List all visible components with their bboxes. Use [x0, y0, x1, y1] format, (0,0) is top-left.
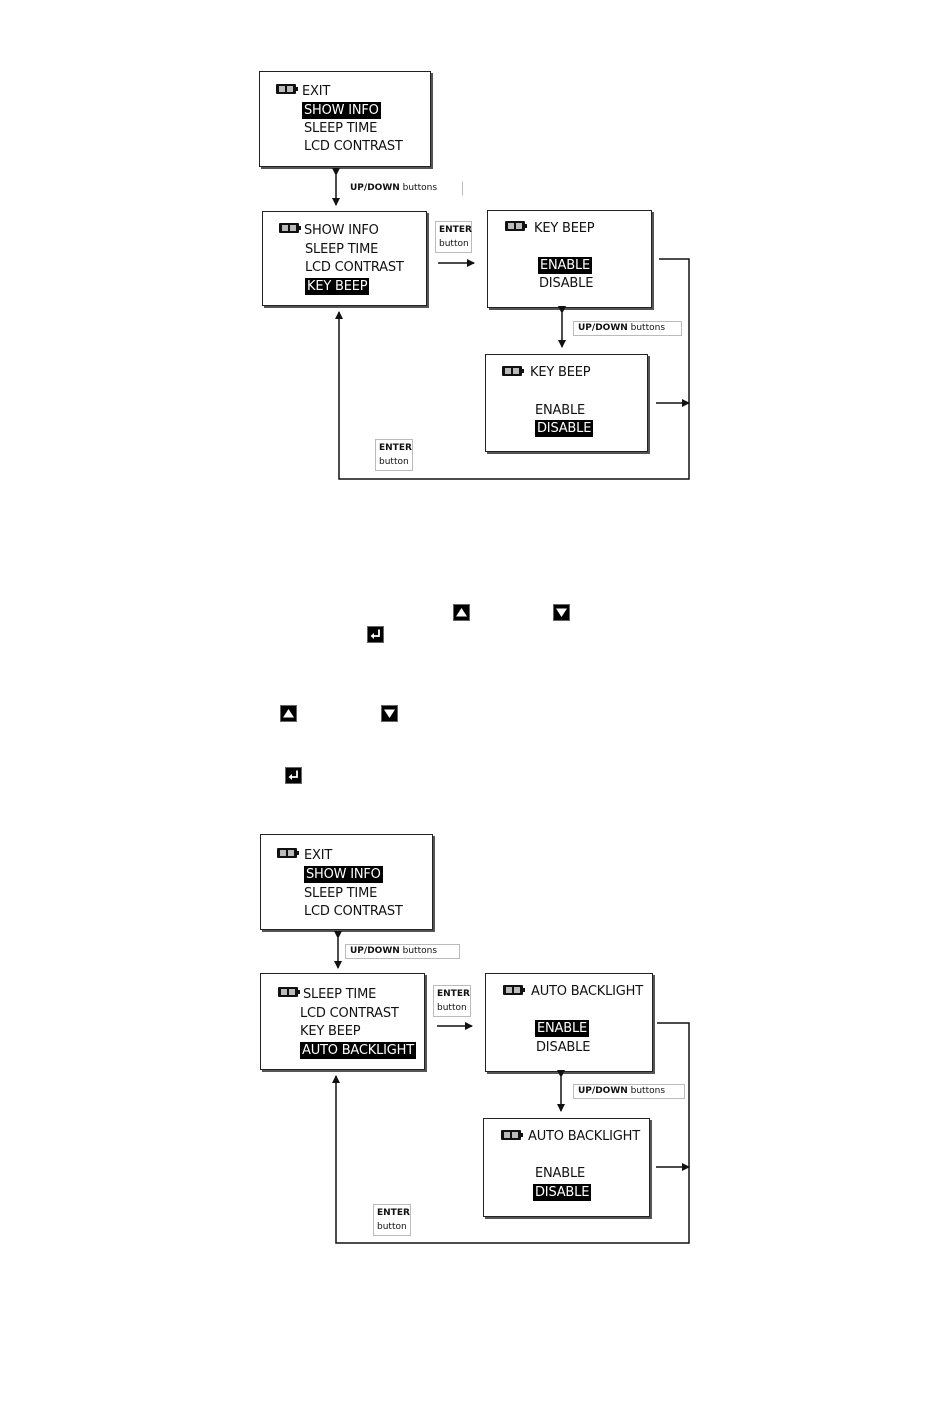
- down-triangle-icon: [556, 608, 567, 617]
- enter-button-icon: [367, 626, 384, 643]
- down-button-icon: [553, 604, 570, 621]
- option-title: KEY BEEP: [534, 221, 595, 236]
- menu-line: LCD CONTRAST: [304, 139, 403, 154]
- label-rest: button: [379, 457, 409, 467]
- menu-line: LCD CONTRAST: [304, 904, 403, 919]
- label-rest: button: [439, 239, 469, 249]
- label-rest: button: [377, 1222, 407, 1232]
- menu-line: EXIT: [302, 84, 331, 99]
- label-rest: buttons: [399, 946, 438, 956]
- option-disable: DISABLE: [539, 276, 594, 291]
- option-title: AUTO BACKLIGHT: [528, 1129, 640, 1144]
- menu-line: LCD CONTRAST: [305, 260, 404, 275]
- lcd-option-enable: AUTO BACKLIGHT ENABLE DISABLE: [485, 973, 653, 1072]
- lcd-option-enable: KEY BEEP ENABLE DISABLE: [487, 210, 652, 308]
- label-rest: buttons: [627, 1086, 666, 1096]
- menu-line: SLEEP TIME: [304, 121, 378, 136]
- battery-icon: [278, 987, 300, 997]
- label-bold: ENTER: [437, 989, 470, 999]
- battery-icon: [276, 84, 298, 94]
- enter-button-icon: [285, 767, 302, 784]
- lcd-main-menu: EXIT SHOW INFO SLEEP TIME LCD CONTRAST: [260, 834, 433, 930]
- menu-line-selected: AUTO BACKLIGHT: [300, 1042, 416, 1059]
- battery-icon: [505, 221, 527, 231]
- battery-icon: [501, 1130, 523, 1140]
- updown-buttons-label: UP/DOWN buttons: [345, 944, 460, 959]
- updown-buttons-label: UP/DOWN buttons: [345, 181, 463, 196]
- label-bold: UP/DOWN: [350, 946, 400, 956]
- updown-buttons-label: UP/DOWN buttons: [573, 1084, 685, 1099]
- menu-line: SLEEP TIME: [305, 242, 379, 257]
- battery-icon: [279, 223, 301, 233]
- menu-line: SHOW INFO: [304, 223, 379, 238]
- option-enable: ENABLE: [535, 403, 586, 418]
- option-enable-selected: ENABLE: [538, 257, 593, 274]
- battery-icon: [503, 985, 525, 995]
- enter-button-label: ENTER button: [375, 439, 413, 471]
- menu-line: LCD CONTRAST: [300, 1006, 399, 1021]
- label-bold: UP/DOWN: [578, 323, 628, 333]
- enter-button-label: ENTER button: [373, 1204, 411, 1236]
- up-button-icon: [280, 705, 297, 722]
- label-rest: button: [437, 1003, 467, 1013]
- label-bold: UP/DOWN: [350, 183, 400, 193]
- enter-button-label: ENTER button: [435, 221, 472, 253]
- option-disable-selected: DISABLE: [533, 1184, 592, 1201]
- up-button-icon: [453, 604, 470, 621]
- lcd-option-disable: KEY BEEP ENABLE DISABLE: [485, 354, 648, 452]
- label-bold: ENTER: [379, 443, 412, 453]
- label-rest: buttons: [627, 323, 666, 333]
- menu-line: EXIT: [304, 848, 333, 863]
- up-triangle-icon: [283, 709, 294, 718]
- lcd-scrolled-menu: SLEEP TIME LCD CONTRAST KEY BEEP AUTO BA…: [260, 973, 425, 1070]
- enter-arrow-icon: [288, 770, 298, 780]
- label-rest: buttons: [399, 183, 438, 193]
- lcd-scrolled-menu: SHOW INFO SLEEP TIME LCD CONTRAST KEY BE…: [262, 211, 427, 306]
- label-bold: ENTER: [377, 1208, 410, 1218]
- menu-line: KEY BEEP: [300, 1024, 361, 1039]
- down-button-icon: [381, 705, 398, 722]
- up-triangle-icon: [456, 608, 467, 617]
- lcd-option-disable: AUTO BACKLIGHT ENABLE DISABLE: [483, 1118, 650, 1217]
- option-enable: ENABLE: [535, 1166, 586, 1181]
- updown-buttons-label: UP/DOWN buttons: [573, 321, 682, 336]
- enter-arrow-icon: [370, 629, 380, 639]
- menu-line-selected: SHOW INFO: [302, 102, 381, 119]
- down-triangle-icon: [384, 709, 395, 718]
- battery-icon: [277, 848, 299, 858]
- option-title: AUTO BACKLIGHT: [531, 984, 643, 999]
- menu-line: SLEEP TIME: [303, 987, 377, 1002]
- menu-line: SLEEP TIME: [304, 886, 378, 901]
- return-line: [335, 258, 690, 480]
- enter-button-label: ENTER button: [433, 985, 471, 1017]
- option-title: KEY BEEP: [530, 365, 591, 380]
- label-bold: ENTER: [439, 225, 472, 235]
- option-disable: DISABLE: [536, 1040, 591, 1055]
- menu-line-selected: SHOW INFO: [304, 866, 383, 883]
- label-bold: UP/DOWN: [578, 1086, 628, 1096]
- option-enable-selected: ENABLE: [535, 1020, 590, 1037]
- option-disable-selected: DISABLE: [535, 420, 594, 437]
- lcd-main-menu: EXIT SHOW INFO SLEEP TIME LCD CONTRAST: [259, 71, 431, 167]
- battery-icon: [502, 366, 524, 376]
- menu-line-selected: KEY BEEP: [305, 278, 370, 295]
- return-line: [332, 1022, 690, 1244]
